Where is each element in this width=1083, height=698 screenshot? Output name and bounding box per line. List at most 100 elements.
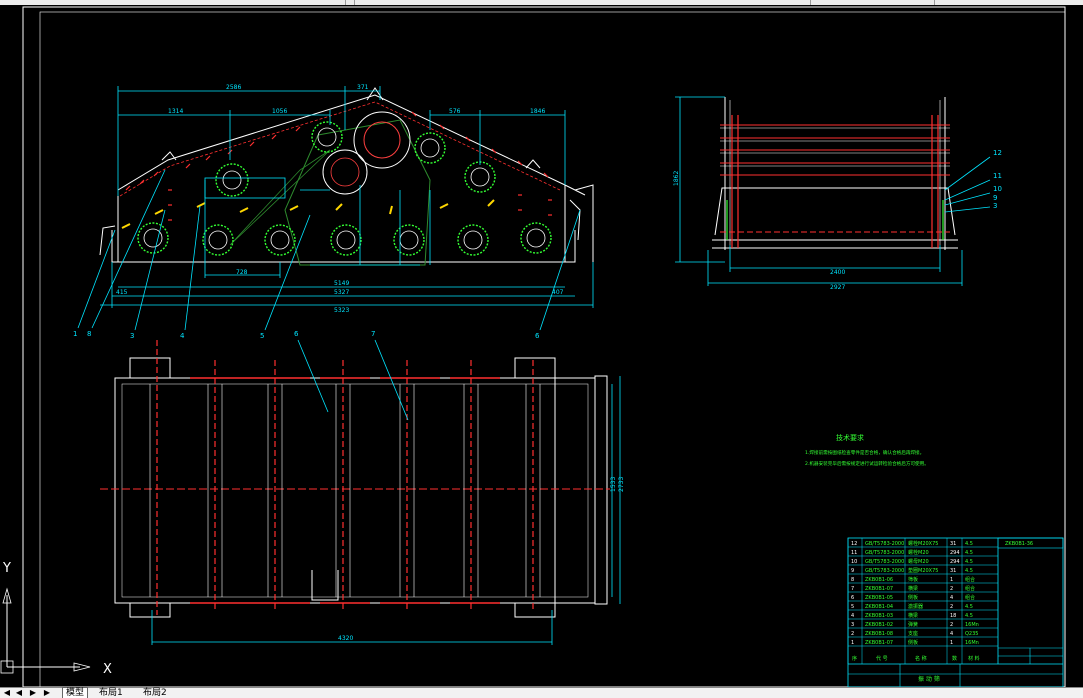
tab-layout1[interactable]: 布局1 xyxy=(99,688,123,698)
bom-header-qty: 数 xyxy=(952,655,957,662)
bom-cell-mat: 16Mn xyxy=(965,622,979,628)
top-view: 4320 1533 2733 6 7 xyxy=(100,330,625,645)
bom-drawing-code: ZKB0B1-36 xyxy=(1005,541,1033,547)
dim-side-inner-width: 2400 xyxy=(830,269,845,276)
bom-cell-qty: 18 xyxy=(950,613,956,619)
first-tab-icon[interactable]: ◀ xyxy=(3,688,11,697)
bom-cell-name: 弹簧 xyxy=(908,621,918,628)
bom-cell-no: 11 xyxy=(851,550,857,556)
bom-cell-name: 筛板 xyxy=(908,576,918,583)
dim-front-left-segment: 1314 xyxy=(168,108,183,115)
dim-top-inner-width: 1533 xyxy=(610,477,617,492)
bom-header-no: 序 xyxy=(852,655,857,662)
bom-cell-no: 1 xyxy=(851,640,854,646)
notes-line-2: 2.机器安装完毕后需按规定进行试运转检验合格后方可使用。 xyxy=(805,460,929,467)
bom-cell-qty: 1 xyxy=(950,640,953,646)
dim-front-mid-segment: 1056 xyxy=(272,108,287,115)
bom-cell-name: 横梁 xyxy=(908,585,918,592)
dim-front-right-segment-a: 576 xyxy=(449,108,461,115)
dim-front-top-right: 371 xyxy=(357,84,369,91)
bom-cell-name: 螺母M20 xyxy=(908,558,929,565)
dim-front-overall-top: 2586 xyxy=(226,84,241,91)
tab-layout2[interactable]: 布局2 xyxy=(143,688,167,698)
technical-requirements: 技术要求 1.焊接前需按图纸检查零件是否合格，确认合格后再焊接。 2.机器安装完… xyxy=(805,433,929,467)
bom-cell-code: GB/T5783-2000 xyxy=(865,559,904,565)
leader-label-1: 1 xyxy=(73,330,77,338)
tab-model[interactable]: 模型 xyxy=(62,687,89,698)
bom-cell-mat: 4.5 xyxy=(965,613,973,619)
bom-header-name: 名 称 xyxy=(915,655,927,662)
next-tab-icon[interactable]: ▶ xyxy=(29,688,37,697)
bom-header-mat: 材 料 xyxy=(968,655,980,662)
leader-label-3: 3 xyxy=(130,332,134,340)
leader-label-8: 8 xyxy=(87,330,91,338)
leader-label-3-side: 3 xyxy=(993,202,997,210)
bom-cell-mat: 4.5 xyxy=(965,559,973,565)
bom-cell-qty: 31 xyxy=(950,568,956,574)
dim-side-height: 1862 xyxy=(673,171,680,186)
ucs-y-label: Y xyxy=(2,561,11,576)
layout-tab-bar: ◀ ◀ ▶ ▶ 模型 布局1 布局2 xyxy=(0,687,1083,698)
toolbar-segment[interactable] xyxy=(811,0,935,5)
bom-cell-code: ZKB0B1-03 xyxy=(865,613,893,619)
bom-cell-qty: 4 xyxy=(950,595,953,601)
bom-cell-mat: Q235 xyxy=(965,631,978,637)
bom-cell-qty: 294 xyxy=(950,550,960,556)
dim-top-length: 4320 xyxy=(338,635,353,642)
leader-label-12: 12 xyxy=(993,149,1002,157)
bom-cell-no: 7 xyxy=(851,586,854,592)
notes-title: 技术要求 xyxy=(836,433,864,442)
bom-cell-mat: 4.5 xyxy=(965,568,973,574)
leader-label-7-top: 7 xyxy=(371,330,375,338)
bom-cell-mat: 4.5 xyxy=(965,541,973,547)
bom-cell-qty: 1 xyxy=(950,577,953,583)
bom-cell-name: 横梁 xyxy=(908,612,918,619)
leader-label-4: 4 xyxy=(180,332,185,340)
bom-cell-qty: 4 xyxy=(950,631,953,637)
bom-cell-code: GB/T5783-2000 xyxy=(865,550,904,556)
bom-cell-name: 支座 xyxy=(908,630,918,637)
notes-line-1: 1.焊接前需按图纸检查零件是否合格，确认合格后再焊接。 xyxy=(805,449,924,456)
dim-front-right-segment-b: 1846 xyxy=(530,108,545,115)
leader-label-11: 11 xyxy=(993,172,1002,180)
bom-cell-code: GB/T5783-2000 xyxy=(865,541,904,547)
cad-drawing-canvas[interactable]: 2586 371 1314 1056 576 1846 728 5149 415… xyxy=(0,5,1083,687)
bom-cell-no: 5 xyxy=(851,604,854,610)
bom-cell-mat: 16Mn xyxy=(965,640,979,646)
dim-front-right-offset: 407 xyxy=(552,289,564,296)
bom-header-code: 代 号 xyxy=(876,655,888,662)
toolbar-segment[interactable] xyxy=(355,0,811,5)
dim-top-overall-width: 2733 xyxy=(618,477,625,492)
dim-side-overall-width: 2927 xyxy=(830,284,845,291)
bom-cell-code: ZKB0B1-05 xyxy=(865,595,893,601)
bom-cell-no: 12 xyxy=(851,541,857,547)
dim-front-base-span: 5149 xyxy=(334,280,349,287)
bom-cell-no: 6 xyxy=(851,595,854,601)
prev-tab-icon[interactable]: ◀ xyxy=(15,688,23,697)
bom-cell-no: 4 xyxy=(851,613,854,619)
bom-cell-name: 激振器 xyxy=(908,603,923,610)
bom-cell-code: ZKB0B1-02 xyxy=(865,622,893,628)
last-tab-icon[interactable]: ▶ xyxy=(43,688,51,697)
bom-cell-name: 螺栓M20 xyxy=(908,549,929,556)
bom-cell-no: 9 xyxy=(851,568,854,574)
leader-label-6-top: 6 xyxy=(294,330,299,338)
bom-cell-name: 螺栓M20X75 xyxy=(908,540,938,547)
bom-cell-qty: 294 xyxy=(950,559,960,565)
bom-cell-mat: 组合 xyxy=(965,585,975,592)
leader-label-10: 10 xyxy=(993,185,1002,193)
toolbar-segment[interactable] xyxy=(0,0,346,5)
dim-front-base-length: 5327 xyxy=(334,289,349,296)
toolbar-segment[interactable] xyxy=(346,0,355,5)
front-view: 2586 371 1314 1056 576 1846 728 5149 415… xyxy=(73,84,594,340)
bom-cell-mat: 组合 xyxy=(965,594,975,601)
